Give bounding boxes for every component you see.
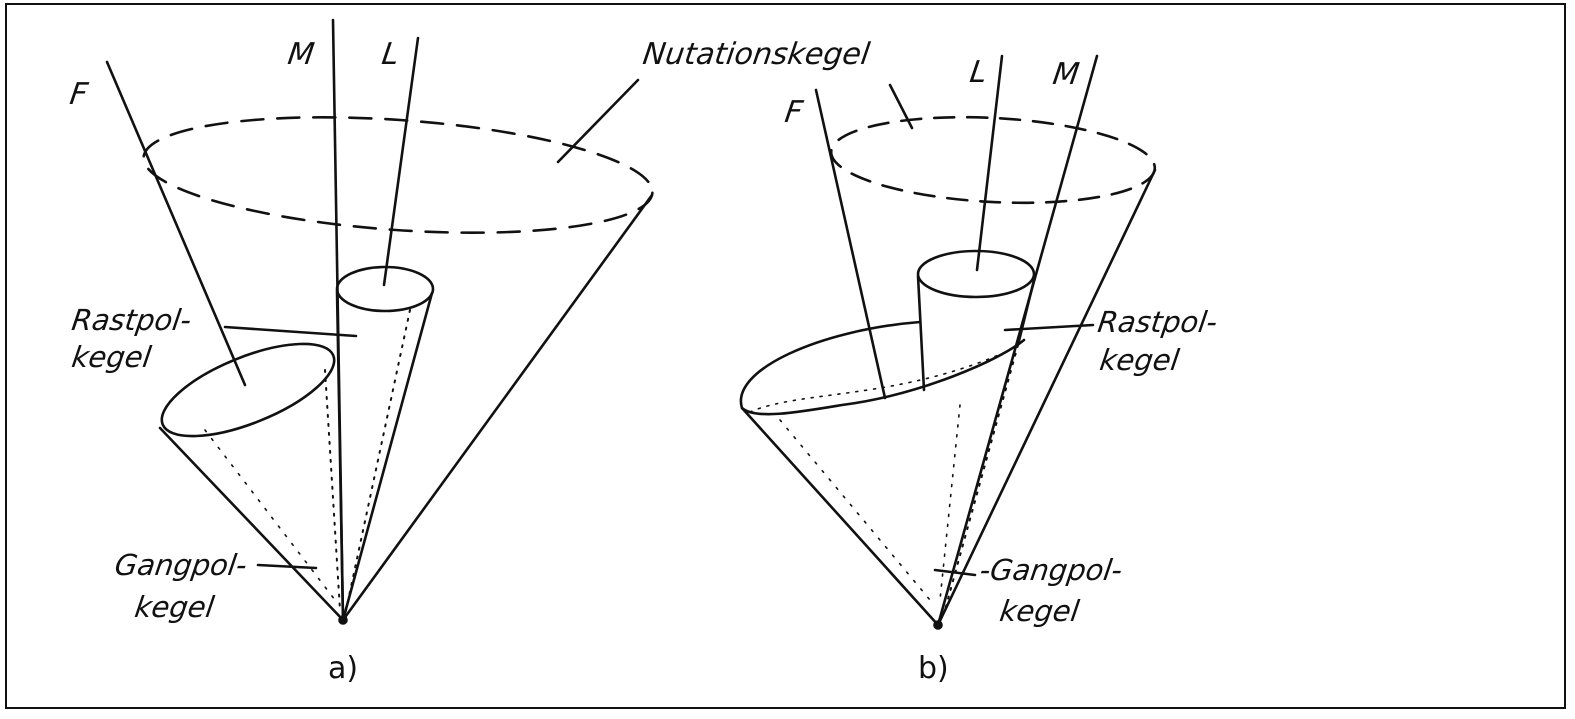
label-gangpol-line2-a: kegel — [132, 590, 217, 624]
panel-a — [105, 18, 654, 625]
rastpol-cone-top-a — [335, 265, 435, 313]
gangpol-cone-dotted2-b — [939, 404, 961, 601]
rastpol-cone-side-left-a — [335, 289, 345, 622]
label-rastpol-line1-a: Rastpol- — [69, 303, 194, 337]
caption-a: a) — [328, 651, 359, 686]
gangpol-cone-dotted-a — [324, 369, 341, 611]
label-nutationskegel: Nutationskegel — [640, 37, 872, 72]
gangpol-cone-rim-dots-b — [749, 349, 1011, 413]
axis-f-a — [105, 60, 247, 387]
gangpol-cone-side-a — [158, 426, 345, 622]
rastpol-cone-dotted-a — [344, 309, 411, 616]
gangpol-leader-b — [933, 568, 977, 577]
label-rastpol-line2-b: kegel — [1097, 343, 1182, 377]
label-rastpol-line1-b: Rastpol- — [1095, 305, 1220, 339]
axis-f-b — [814, 88, 887, 400]
gangpol-cone-dotted3-b — [779, 419, 931, 601]
rastpol-cone-top-b — [916, 249, 1036, 299]
caption-b: b) — [918, 651, 949, 686]
gangpol-cone-dotted-b — [944, 344, 1019, 611]
label-gangpol-line1-b: -Gangpol- — [977, 553, 1125, 587]
apex-b — [933, 620, 943, 630]
gangpol-cone-top-a — [160, 342, 336, 438]
axis-l-a — [382, 36, 420, 287]
nutation-cone-ellipse-a — [142, 116, 654, 234]
apex-a — [338, 615, 348, 625]
gangpol-cone-dotted2-a — [204, 429, 336, 601]
nutation-leader-b — [888, 83, 914, 130]
nutation-cone-side-a — [341, 193, 654, 622]
rastpol-cone-side-left-b — [916, 274, 926, 392]
axis-m-b — [936, 54, 1099, 627]
axis-l-b — [975, 54, 1004, 272]
label-rastpol-line2-a: kegel — [69, 340, 154, 374]
gangpol-leader-a — [256, 563, 318, 570]
nutation-cone-ellipse-b — [829, 115, 1157, 205]
label-gangpol-line1-a: Gangpol- — [112, 548, 250, 582]
rastpol-cone-side-right-b — [1016, 278, 1036, 347]
rastpol-leader-b — [1003, 323, 1095, 332]
rastpol-leader-a — [223, 325, 358, 338]
nutation-cone-side-b — [936, 168, 1157, 627]
label-m-b: M — [1050, 57, 1082, 92]
gangpol-cone-side-left-b — [740, 406, 940, 627]
nutation-leader-a — [556, 78, 640, 164]
label-gangpol-line2-b: kegel — [997, 594, 1082, 628]
rastpol-cone-side-right-a — [341, 291, 434, 622]
panel-b — [739, 54, 1157, 630]
label-m-a: M — [285, 37, 317, 72]
gangpol-cone-top-b — [739, 320, 1026, 416]
